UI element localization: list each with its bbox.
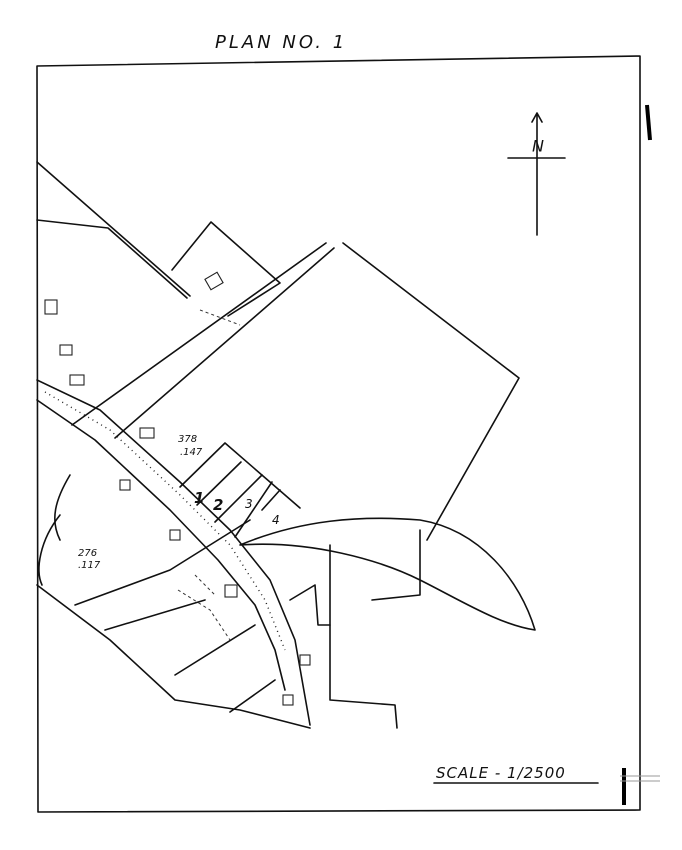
plan-title: PLAN NO. 1 (215, 32, 347, 53)
plot-number: 1 (194, 489, 204, 507)
plot-number: 2 (213, 496, 223, 514)
frame-mark (620, 775, 660, 782)
north-arrow: N (507, 112, 566, 236)
plot-number: 3 (245, 497, 253, 511)
area-label: .147 (180, 447, 203, 458)
map-frame (36, 55, 641, 813)
plot-number: 4 (272, 513, 280, 527)
area-label: 378 (178, 434, 197, 445)
area-label: .117 (78, 560, 101, 571)
frame-mark (645, 104, 652, 141)
area-label: 276 (78, 548, 97, 559)
parcels (36, 161, 536, 729)
north-label: N (532, 136, 544, 155)
scale-label: SCALE - 1/2500 (436, 764, 566, 782)
